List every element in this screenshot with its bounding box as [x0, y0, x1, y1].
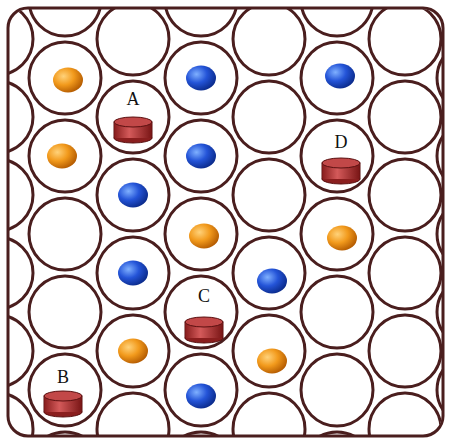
site-circle: [97, 315, 169, 387]
site-circle: [233, 393, 305, 435]
site-circle: [165, 198, 237, 270]
site-circle: [165, 9, 237, 36]
blue-sphere: [257, 269, 287, 294]
blue-sphere: [186, 144, 216, 169]
site-circle: [29, 276, 101, 348]
site-circle: [29, 354, 101, 426]
site-circle: [9, 237, 33, 309]
site-circle: [165, 354, 237, 426]
site-label: B: [57, 368, 69, 386]
site-grid: [9, 9, 442, 435]
site-circle: [301, 9, 373, 36]
particles: [44, 64, 360, 418]
site-circle: [165, 120, 237, 192]
site-circle: [233, 81, 305, 153]
site-circle: [97, 9, 169, 75]
cylinder-void: [114, 117, 152, 143]
cylinder-void: [44, 391, 82, 417]
site-circle: [369, 9, 441, 75]
blue-sphere: [186, 384, 216, 409]
site-circle: [29, 120, 101, 192]
site-circle: [301, 42, 373, 114]
orange-sphere: [189, 224, 219, 249]
site-circle: [165, 276, 237, 348]
site-circle: [369, 237, 441, 309]
site-circle: [233, 315, 305, 387]
site-circle: [233, 159, 305, 231]
site-circle: [301, 354, 373, 426]
site-circle: [437, 120, 442, 192]
site-circle: [437, 432, 442, 435]
site-circle: [9, 9, 33, 75]
site-circle: [29, 198, 101, 270]
site-circle: [301, 198, 373, 270]
site-circle: [97, 159, 169, 231]
site-circle: [437, 354, 442, 426]
site-circle: [29, 42, 101, 114]
orange-sphere: [47, 144, 77, 169]
site-circle: [301, 120, 373, 192]
site-circle: [437, 276, 442, 348]
site-label: C: [198, 287, 210, 305]
frame: [8, 8, 443, 436]
blue-sphere: [118, 183, 148, 208]
site-circle: [9, 315, 33, 387]
site-label: A: [127, 90, 140, 108]
blue-sphere: [186, 66, 216, 91]
site-circle: [9, 159, 33, 231]
blue-sphere: [325, 64, 355, 89]
site-circle: [165, 42, 237, 114]
site-circle: [437, 198, 442, 270]
site-circle: [97, 237, 169, 309]
cylinder-void: [322, 158, 360, 184]
site-circle: [369, 393, 441, 435]
orange-sphere: [118, 339, 148, 364]
orange-sphere: [257, 349, 287, 374]
site-label: D: [335, 133, 348, 151]
site-circle: [369, 81, 441, 153]
site-circle: [301, 276, 373, 348]
cylinder-void: [185, 317, 223, 343]
site-circle: [233, 9, 305, 75]
site-circle: [437, 42, 442, 114]
site-circle: [369, 159, 441, 231]
blue-sphere: [118, 261, 148, 286]
site-circle: [9, 81, 33, 153]
site-circle: [233, 237, 305, 309]
orange-sphere: [53, 68, 83, 93]
site-circle: [369, 315, 441, 387]
site-circle: [29, 9, 101, 36]
site-circle: [97, 393, 169, 435]
orange-sphere: [327, 226, 357, 251]
site-circle: [97, 81, 169, 153]
